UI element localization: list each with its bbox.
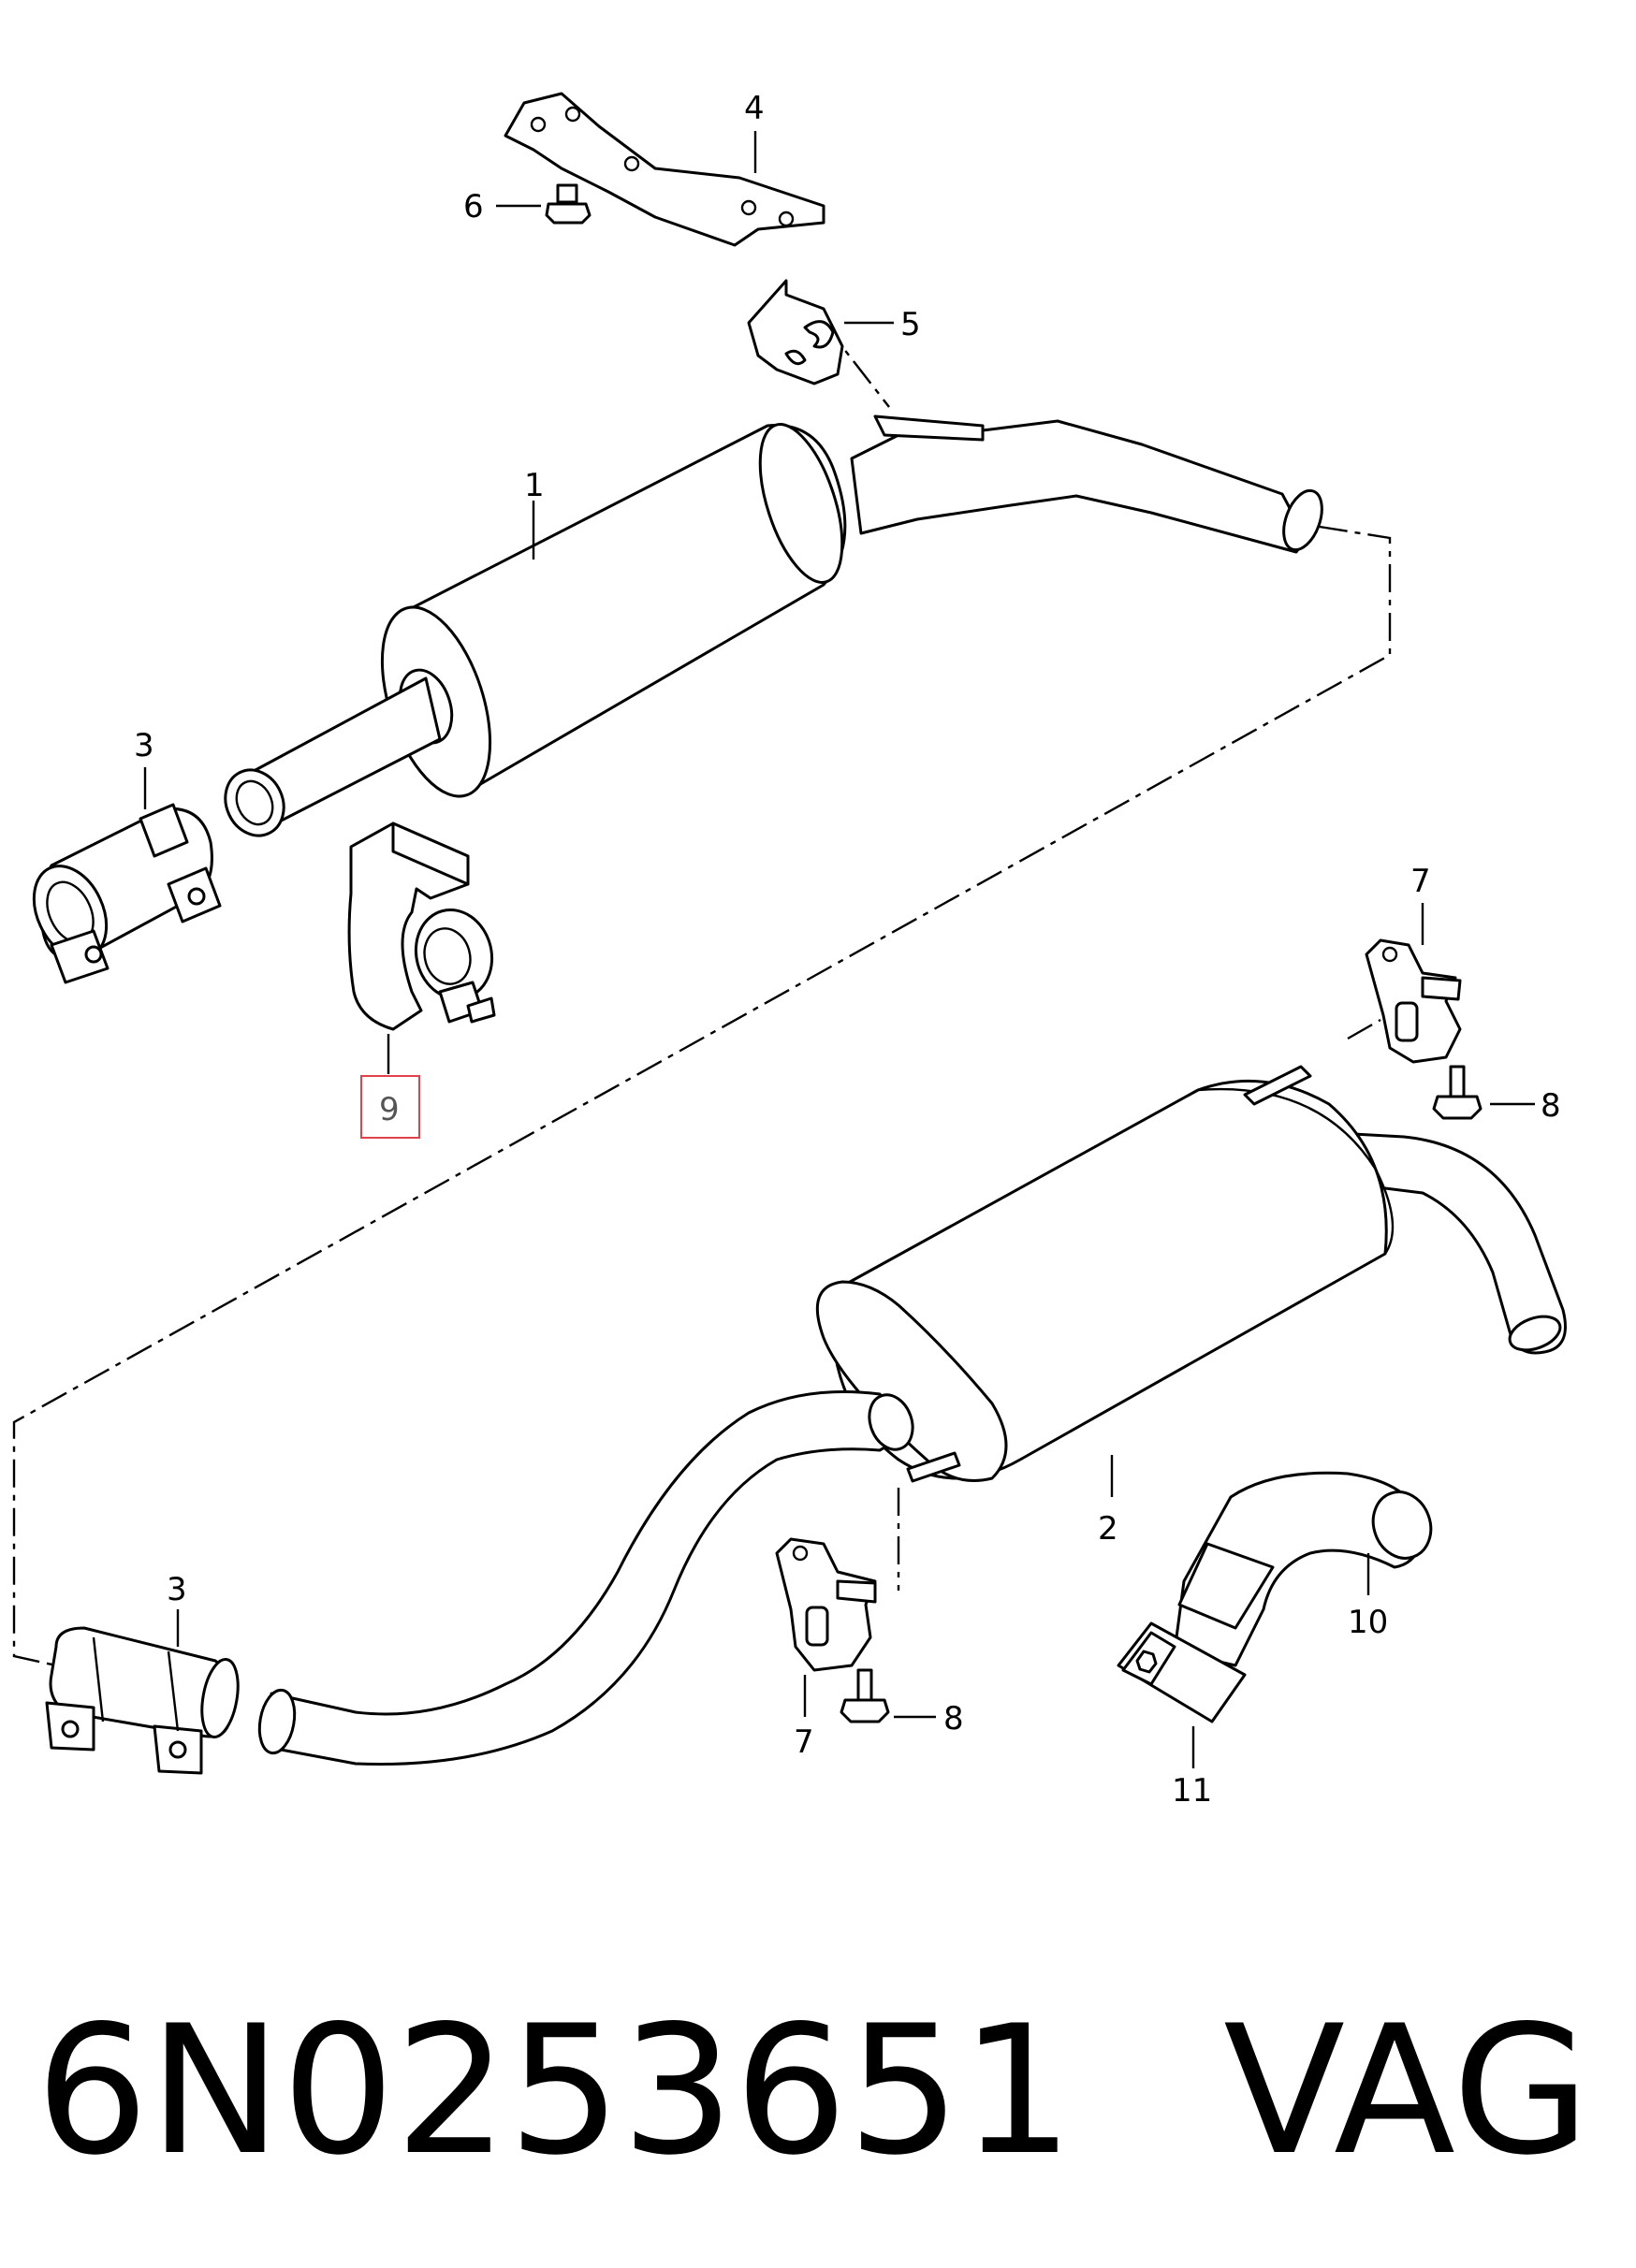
exhaust-system-diagram: 1 2 3 3 4 5 6 7 7 8 8 9 10 11 — [12, 90, 1567, 1810]
callout-1: 1 — [524, 467, 545, 504]
routing-dash-line-upper — [1347, 1018, 1381, 1040]
leader-lines — [143, 131, 1535, 1768]
routing-dash-line — [12, 525, 1392, 1667]
part-footer: 6N0253651 VAG — [36, 1988, 1608, 2194]
callout-8-upper: 8 — [1541, 1087, 1561, 1125]
rubber-hanger-part — [747, 279, 844, 385]
callout-3-upper: 3 — [134, 727, 154, 764]
bracket-part — [504, 92, 825, 247]
clamp-bracket-part — [347, 821, 496, 1031]
front-muffler-part — [224, 414, 1323, 837]
callout-5: 5 — [900, 306, 921, 343]
tailpipe-trim-part — [1173, 1471, 1433, 1667]
callout-9: 9 — [379, 1091, 400, 1128]
flange-nut-part — [545, 183, 592, 225]
callout-2: 2 — [1098, 1510, 1118, 1548]
pipe-clamp-lower-part — [45, 1626, 240, 1775]
callout-8-lower: 8 — [943, 1700, 964, 1737]
hex-bolt-lower-part — [840, 1668, 890, 1723]
clamp-11-part — [1117, 1621, 1247, 1723]
rear-rubber-mount-lower-part — [775, 1537, 877, 1672]
callout-11: 11 — [1172, 1772, 1212, 1810]
callout-7-upper: 7 — [1410, 863, 1431, 900]
callout-7-lower: 7 — [794, 1723, 814, 1761]
callout-3-lower: 3 — [167, 1571, 187, 1608]
callout-4: 4 — [744, 90, 765, 127]
part-number: 6N0253651 — [36, 1987, 1074, 2194]
callout-6: 6 — [463, 188, 484, 225]
brand-name: VAG — [1223, 1987, 1590, 2194]
rear-silencer-part — [257, 1065, 1567, 1766]
hex-bolt-part — [1432, 1065, 1483, 1120]
highlight-box — [360, 1075, 420, 1139]
rear-rubber-mount-part — [1365, 938, 1462, 1064]
pipe-clamp-part — [32, 803, 222, 984]
callout-10: 10 — [1348, 1604, 1388, 1641]
